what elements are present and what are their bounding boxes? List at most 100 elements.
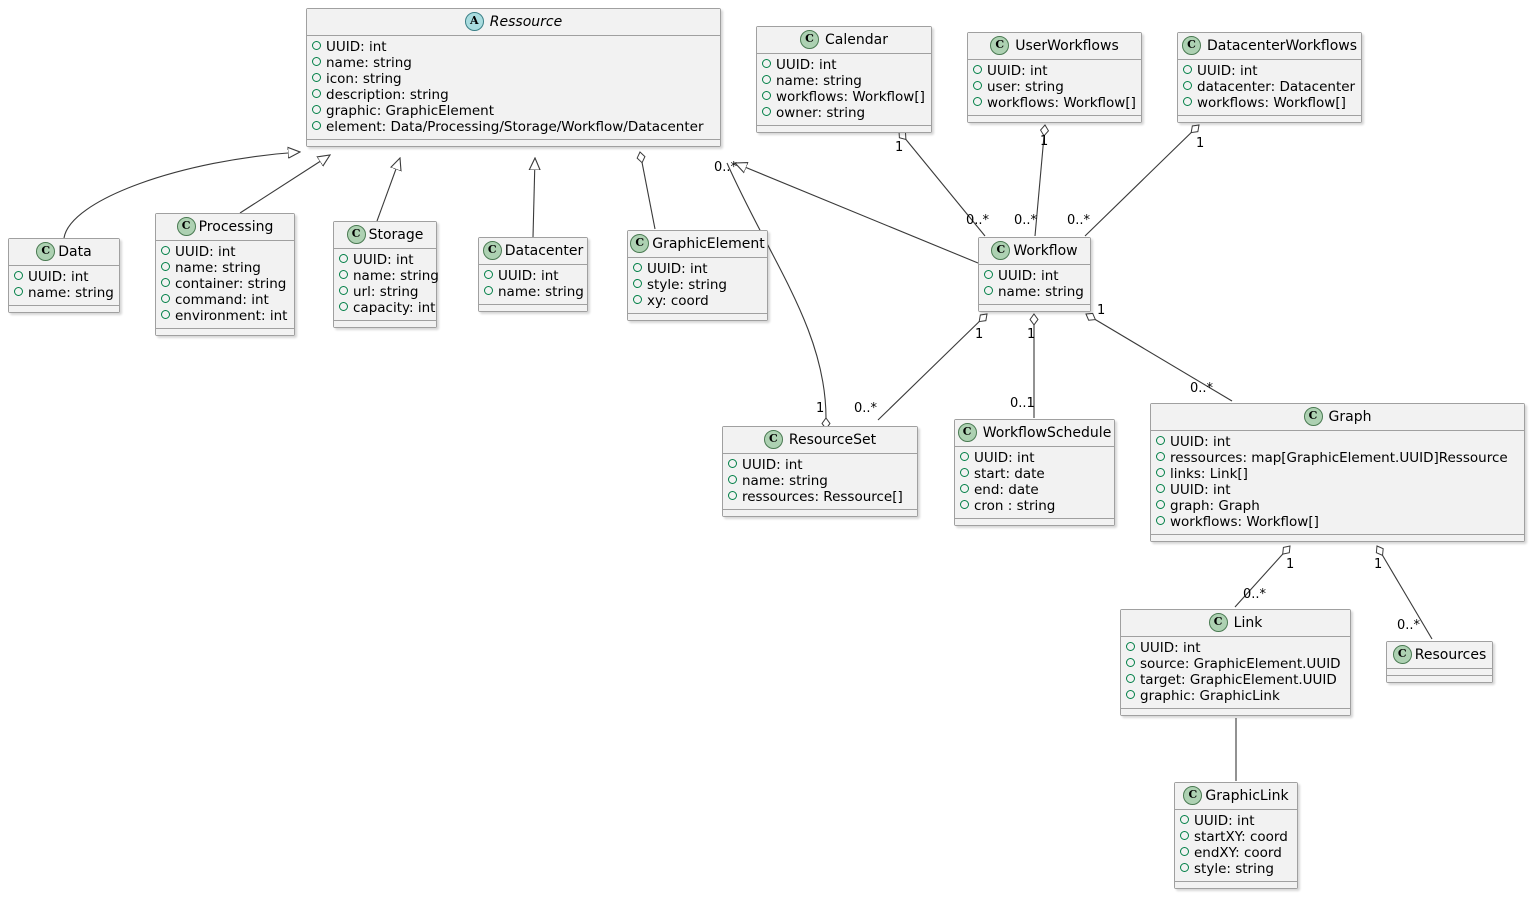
class-icon: C xyxy=(1183,786,1203,805)
class-name: GraphicElement xyxy=(652,235,765,252)
attribute-text: name: string xyxy=(776,73,862,89)
visibility-public-icon xyxy=(312,121,321,130)
class-attribute: startXY: coord xyxy=(1180,829,1291,845)
attribute-text: graphic: GraphicLink xyxy=(1140,688,1280,704)
class-icon: C xyxy=(1303,407,1323,426)
attribute-text: workflows: Workflow[] xyxy=(987,95,1136,111)
class-attribute: name: string xyxy=(762,73,925,89)
multiplicity-label: 1 xyxy=(1374,557,1383,572)
class-name: Ressource xyxy=(489,13,563,30)
visibility-public-icon xyxy=(762,75,771,84)
visibility-public-icon xyxy=(762,107,771,116)
class-methods-compartment xyxy=(1178,116,1361,122)
multiplicity-label: 1 xyxy=(975,327,984,342)
class-attribute: UUID: int xyxy=(973,63,1135,79)
multiplicity-label: 0..1 xyxy=(1010,396,1035,411)
visibility-public-icon xyxy=(1180,831,1189,840)
attribute-text: ressources: map[GraphicElement.UUID]Ress… xyxy=(1170,450,1508,466)
class-attribute: UUID: int xyxy=(484,268,581,284)
multiplicity-label: 1 xyxy=(895,140,904,155)
class-attribute: ressources: map[GraphicElement.UUID]Ress… xyxy=(1156,450,1518,466)
attribute-text: ressources: Ressource[] xyxy=(742,489,903,505)
attribute-text: endXY: coord xyxy=(1194,845,1282,861)
attribute-text: UUID: int xyxy=(1170,434,1231,450)
visibility-public-icon xyxy=(960,452,969,461)
class-icon: C xyxy=(176,217,196,236)
class-name: ResourceSet xyxy=(788,431,877,448)
visibility-public-icon xyxy=(1156,468,1165,477)
attribute-text: workflows: Workflow[] xyxy=(1197,95,1346,111)
class-attribute: name: string xyxy=(484,284,584,300)
multiplicity-label: 0..* xyxy=(1067,213,1091,228)
class-attribute: UUID: int xyxy=(1156,482,1518,498)
class-name: DatacenterWorkflows xyxy=(1206,37,1358,54)
class-attribute: datacenter: Datacenter xyxy=(1183,79,1355,95)
visibility-public-icon xyxy=(973,97,982,106)
attribute-text: UUID: int xyxy=(974,450,1035,466)
class-attribute: cron : string xyxy=(960,498,1108,514)
class-attribute: workflows: Workflow[] xyxy=(762,89,925,105)
attribute-text: startXY: coord xyxy=(1194,829,1288,845)
attribute-text: cron : string xyxy=(974,498,1056,514)
class-attribute: source: GraphicElement.UUID xyxy=(1126,656,1344,672)
visibility-public-icon xyxy=(633,279,642,288)
class-attribute: name: string xyxy=(728,473,911,489)
visibility-public-icon xyxy=(1156,484,1165,493)
visibility-public-icon xyxy=(984,270,993,279)
class-attribute: container: string xyxy=(161,276,288,292)
attribute-text: capacity: int xyxy=(353,300,436,316)
class-methods-compartment xyxy=(955,519,1114,525)
class-methods-compartment xyxy=(307,140,720,146)
attribute-text: style: string xyxy=(647,277,727,293)
attribute-text: UUID: int xyxy=(1140,640,1201,656)
multiplicity-label: 1 xyxy=(816,401,825,416)
attribute-text: datacenter: Datacenter xyxy=(1197,79,1356,95)
multiplicity-label: 1 xyxy=(1040,134,1049,149)
class-attribute: workflows: Workflow[] xyxy=(1156,514,1518,530)
visibility-public-icon xyxy=(161,246,170,255)
visibility-public-icon xyxy=(1126,690,1135,699)
class-attribute: UUID: int xyxy=(312,39,714,55)
class-attribute: owner: string xyxy=(762,105,925,121)
attribute-text: command: int xyxy=(175,292,269,308)
multiplicity-label: 0..* xyxy=(1190,381,1214,396)
class-name: Processing xyxy=(198,218,274,235)
visibility-public-icon xyxy=(1126,674,1135,683)
attribute-text: UUID: int xyxy=(742,457,803,473)
class-icon: C xyxy=(36,242,56,261)
attribute-text: name: string xyxy=(28,285,114,301)
class-attribute: url: string xyxy=(339,284,430,300)
class-methods-compartment xyxy=(1121,709,1350,715)
visibility-public-icon xyxy=(14,271,23,280)
class-icon: C xyxy=(1181,36,1201,55)
class-attribute: UUID: int xyxy=(161,244,288,260)
class-icon: C xyxy=(990,36,1010,55)
class-methods-compartment xyxy=(1175,882,1297,888)
class-methods-compartment xyxy=(968,116,1141,122)
class-attribute: graphic: GraphicElement xyxy=(312,103,714,119)
